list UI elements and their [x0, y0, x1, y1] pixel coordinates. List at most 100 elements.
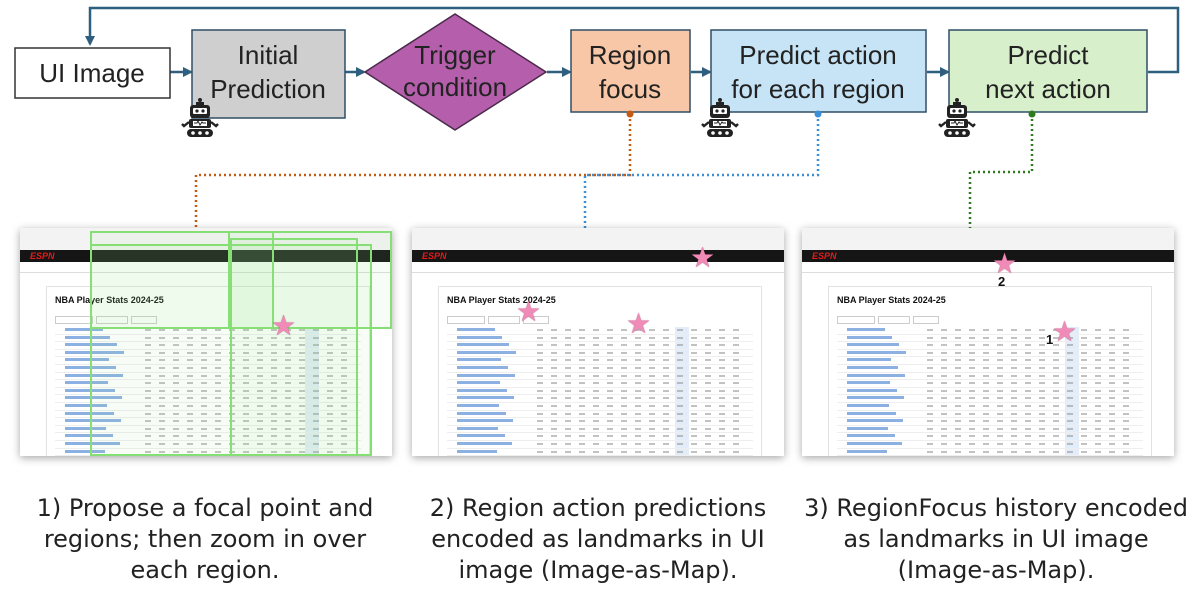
node-initial-prediction: Initial Prediction [191, 29, 346, 119]
focal-star-icon: ★ [271, 310, 297, 341]
caption-2: 2) Region action predictions encoded as … [408, 493, 788, 586]
table-row [55, 335, 361, 343]
node-trigger-condition: Trigger condition [363, 13, 548, 131]
table-row [837, 411, 1143, 419]
nav-bar: ESPN [412, 250, 784, 262]
table-row [447, 373, 753, 381]
scores-bar [412, 228, 784, 251]
stats-table [447, 327, 753, 456]
filters [55, 311, 175, 324]
table-row [55, 350, 361, 358]
table-row [55, 433, 361, 441]
node-predict-each-line2: for each region [731, 74, 904, 104]
filters [837, 311, 957, 324]
table-row [447, 357, 753, 365]
table-row [447, 380, 753, 388]
table-row [55, 395, 361, 403]
table-row [447, 365, 753, 373]
table-row [447, 342, 753, 350]
sub-nav [802, 262, 1174, 273]
table-row [447, 418, 753, 426]
table-row [447, 449, 753, 456]
table-row [447, 327, 753, 335]
page-title: NBA Player Stats 2024-25 [55, 295, 164, 305]
table-row [447, 403, 753, 411]
table-row [837, 388, 1143, 396]
table-row [55, 411, 361, 419]
node-predict-next-action: Predict next action [948, 29, 1148, 113]
caption-3-line2: as landmarks in UI image [843, 525, 1149, 553]
table-row [837, 426, 1143, 434]
table-row [837, 365, 1143, 373]
node-predict-each-region: Predict action for each region [710, 29, 927, 113]
table-row [55, 418, 361, 426]
table-row [837, 373, 1143, 381]
node-predict-next-line2: next action [985, 74, 1111, 104]
node-ui-image: UI Image [14, 47, 171, 99]
filters [447, 311, 567, 324]
table-row [837, 449, 1143, 456]
link-predict-next-to-shot3 [968, 114, 1034, 232]
caption-1-line2: regions; then zoom in over [43, 525, 367, 553]
table-row [447, 350, 753, 358]
espn-logo: ESPN [422, 251, 447, 261]
region-box [228, 231, 392, 329]
table-row [837, 380, 1143, 388]
table-row [837, 418, 1143, 426]
link-region-focus-to-shot1 [194, 114, 632, 232]
table-row [837, 335, 1143, 343]
landmark-star-icon: ★ [690, 242, 716, 273]
node-region-focus: Region focus [570, 29, 691, 113]
nav-bar: ESPN [802, 250, 1174, 262]
nav-bar: ESPN [20, 250, 392, 262]
node-trigger-line2: condition [403, 72, 507, 102]
screenshot-1: ESPN NBA Player Stats 2024-25 ★ [20, 228, 392, 456]
caption-3-line3: (Image-as-Map). [897, 556, 1095, 584]
table-row [837, 350, 1143, 358]
page-title: NBA Player Stats 2024-25 [447, 295, 556, 305]
espn-logo: ESPN [30, 251, 55, 261]
screenshot-3: ESPN NBA Player Stats 2024-25 ★ 2 ★ 1 [802, 228, 1174, 456]
sub-nav [412, 262, 784, 273]
sub-nav [20, 262, 392, 273]
table-row [447, 335, 753, 343]
table-row [55, 380, 361, 388]
caption-3-line1: 3) RegionFocus history encoded [804, 494, 1188, 522]
table-row [55, 357, 361, 365]
espn-logo: ESPN [812, 251, 837, 261]
landmark-star-icon: ★ [626, 308, 652, 339]
table-row [447, 441, 753, 449]
stats-panel: NBA Player Stats 2024-25 [438, 286, 762, 456]
table-row [447, 411, 753, 419]
loop-arrow [85, 6, 1180, 74]
table-row [55, 373, 361, 381]
stats-panel: NBA Player Stats 2024-25 [828, 286, 1152, 456]
node-initial-prediction-line2: Prediction [210, 74, 326, 104]
node-region-focus-line2: focus [599, 74, 661, 104]
table-row [447, 426, 753, 434]
landmark-number: 2 [998, 274, 1006, 289]
caption-1: 1) Propose a focal point and regions; th… [15, 493, 395, 586]
page-title: NBA Player Stats 2024-25 [837, 295, 946, 305]
table-row [447, 395, 753, 403]
caption-2-line1: 2) Region action predictions [429, 494, 767, 522]
landmark-star-icon: ★ [516, 296, 542, 327]
table-row [55, 403, 361, 411]
table-row [837, 441, 1143, 449]
table-row [55, 441, 361, 449]
table-row [55, 426, 361, 434]
table-row [837, 357, 1143, 365]
table-row [837, 395, 1143, 403]
node-initial-prediction-line1: Initial [238, 40, 299, 70]
table-row [447, 388, 753, 396]
region-box [230, 238, 358, 456]
history-star-icon: ★ [992, 248, 1018, 279]
history-star-icon: ★ [1052, 316, 1078, 347]
caption-2-line3: image (Image-as-Map). [458, 556, 738, 584]
landmark-number: 1 [1046, 332, 1054, 347]
table-row [447, 433, 753, 441]
table-row [837, 433, 1143, 441]
table-row [837, 327, 1143, 335]
caption-1-line3: each region. [130, 556, 280, 584]
